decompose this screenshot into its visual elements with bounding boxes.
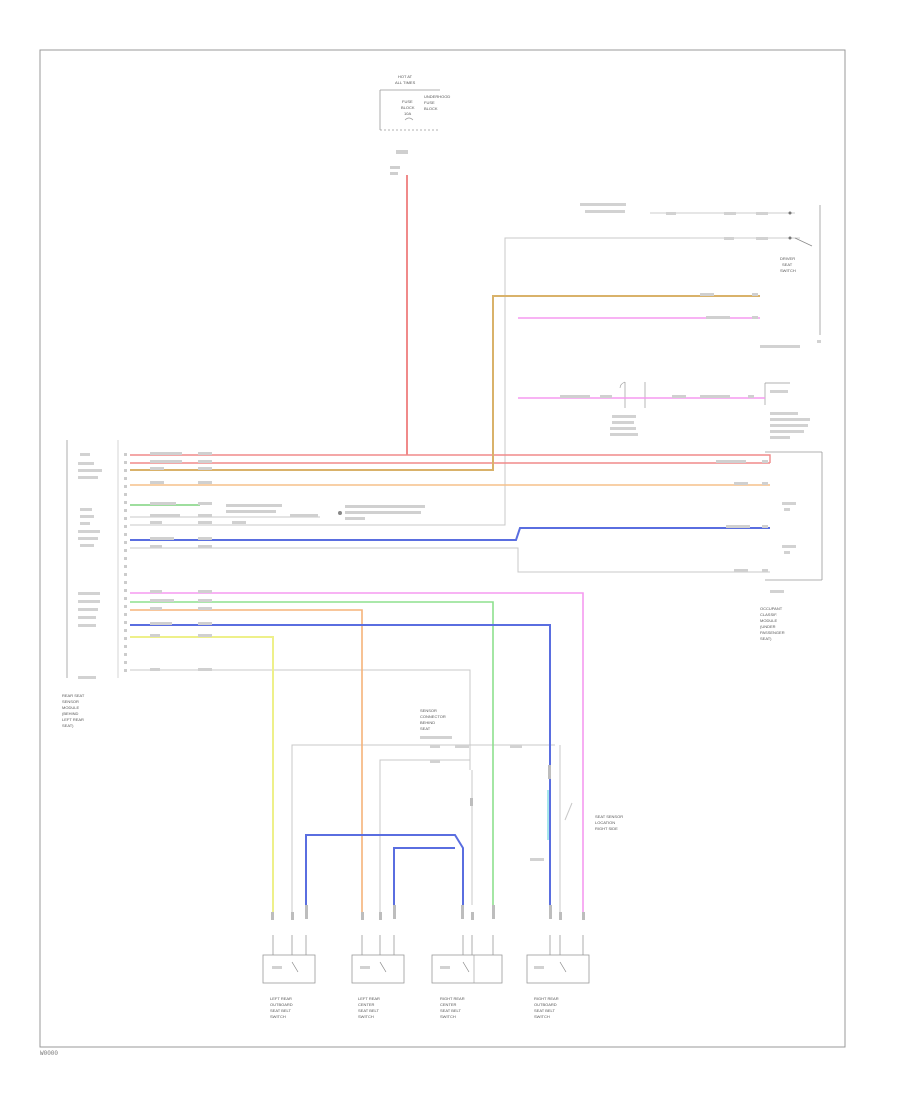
occupant-label-2: CLASSIF. [760,612,777,617]
tan-wire [130,295,760,471]
right-sensor-location: SEAT SENSOR LOCATION RIGHT SIDE [530,814,623,861]
sensor-lr-outboard-label-2: OUTBOARD [270,1002,293,1007]
switch-top-label-1: DRIVER [780,256,795,261]
right-sensor-label-2: LOCATION [595,820,615,825]
diagram-border [39,49,846,1048]
mid-connector: SENSOR CONNECTOR BEHIND SEAT [420,708,522,763]
wire-color-labels [150,293,768,671]
sensor-lr-center-label-2: CENTER [358,1002,375,1007]
fuse-note-2: FUSE [424,100,435,105]
yellow-wire [130,636,274,915]
module-label-1: REAR SEAT [62,693,85,698]
switch-top-label-3: SWITCH [780,268,796,273]
sensor-lr-center: LEFT REAR CENTER SEAT BELT SWITCH [351,935,405,1019]
mid-connector-label-2: CONNECTOR [420,714,446,719]
footer-code: W0000 [40,1050,58,1057]
blue-wires [130,527,770,915]
wire-end-labels [271,765,585,920]
sensor-lr-center-label-3: SEAT BELT [358,1008,379,1013]
right-sensor-label-1: SEAT SENSOR [595,814,623,819]
sensor-lr-outboard-label-1: LEFT REAR [270,996,292,1001]
module-label-6: SEAT) [62,723,74,728]
sensor-rr-outboard-label-2: OUTBOARD [534,1002,557,1007]
sensor-rr-outboard-label-4: SWITCH [534,1014,550,1019]
orange-wire [130,484,770,915]
occupant-label-3: MODULE [760,618,777,623]
sensor-rr-center-label-3: SEAT BELT [440,1008,461,1013]
fuse-label-1: FUSE [402,99,413,104]
occupant-label-1: OCCUPANT [760,606,783,611]
sensor-rr-outboard-label-3: SEAT BELT [534,1008,555,1013]
module-label-4: (BEHIND [62,711,79,716]
fuse-label-3: 10A [404,111,411,116]
sensor-lr-center-label-4: SWITCH [358,1014,374,1019]
red-wire [130,175,771,464]
sensor-lr-outboard: LEFT REAR OUTBOARD SEAT BELT SWITCH [262,935,316,1019]
fuse-note-3: BLOCK [424,106,438,111]
switch-top-label-2: SEAT [782,262,793,267]
gray-wires [130,237,770,915]
mid-connector-label-4: SEAT [420,726,431,731]
sensor-rr-outboard: RIGHT REAR OUTBOARD SEAT BELT SWITCH [526,935,590,1019]
inline-splice-connector [610,381,646,436]
module-label-2: SENSOR [62,699,79,704]
module-label-3: MODULE [62,705,79,710]
sensor-lr-outboard-label-3: SEAT BELT [270,1008,291,1013]
mid-connector-label-1: SENSOR [420,708,437,713]
sensor-rr-center: RIGHT REAR CENTER SEAT BELT SWITCH [431,935,503,1019]
fuse-block-label-2: ALL TIMES [395,80,416,85]
upper-right-connector [764,382,810,439]
fuse-block: HOT AT ALL TIMES FUSE BLOCK 10A UNDERHOO… [379,74,450,175]
occupant-label-4: (UNDER [760,624,776,629]
sensor-rr-outboard-label-1: RIGHT REAR [534,996,559,1001]
sensor-rr-center-label-4: SWITCH [440,1014,456,1019]
fuse-note-1: UNDERHOOD [424,94,450,99]
driver-seat-switch: DRIVER SEAT SWITCH [580,203,821,348]
sensor-rr-center-label-2: CENTER [440,1002,457,1007]
right-sensor-label-3: RIGHT SIDE [595,826,618,831]
sensor-rr-center-label-1: RIGHT REAR [440,996,465,1001]
sensor-lr-center-label-1: LEFT REAR [358,996,380,1001]
rear-seat-sensor-module: REAR SEAT SENSOR MODULE (BEHIND LEFT REA… [62,440,119,728]
module-pin-numbers [124,453,127,672]
green-wires [130,504,494,915]
pink-wires [130,317,765,915]
wire-destination-labels [290,505,425,520]
fuse-block-label-1: HOT AT [398,74,413,79]
sensor-lr-outboard-label-4: SWITCH [270,1014,286,1019]
occupant-label-5: PASSENGER [760,630,785,635]
mid-connector-label-3: BEHIND [420,720,435,725]
occupant-classification-module: OCCUPANT CLASSIF. MODULE (UNDER PASSENGE… [760,451,823,641]
module-pin-labels [78,453,102,679]
module-label-5: LEFT REAR [62,717,84,722]
fuse-label-2: BLOCK [401,105,415,110]
occupant-label-6: SEAT) [760,636,772,641]
